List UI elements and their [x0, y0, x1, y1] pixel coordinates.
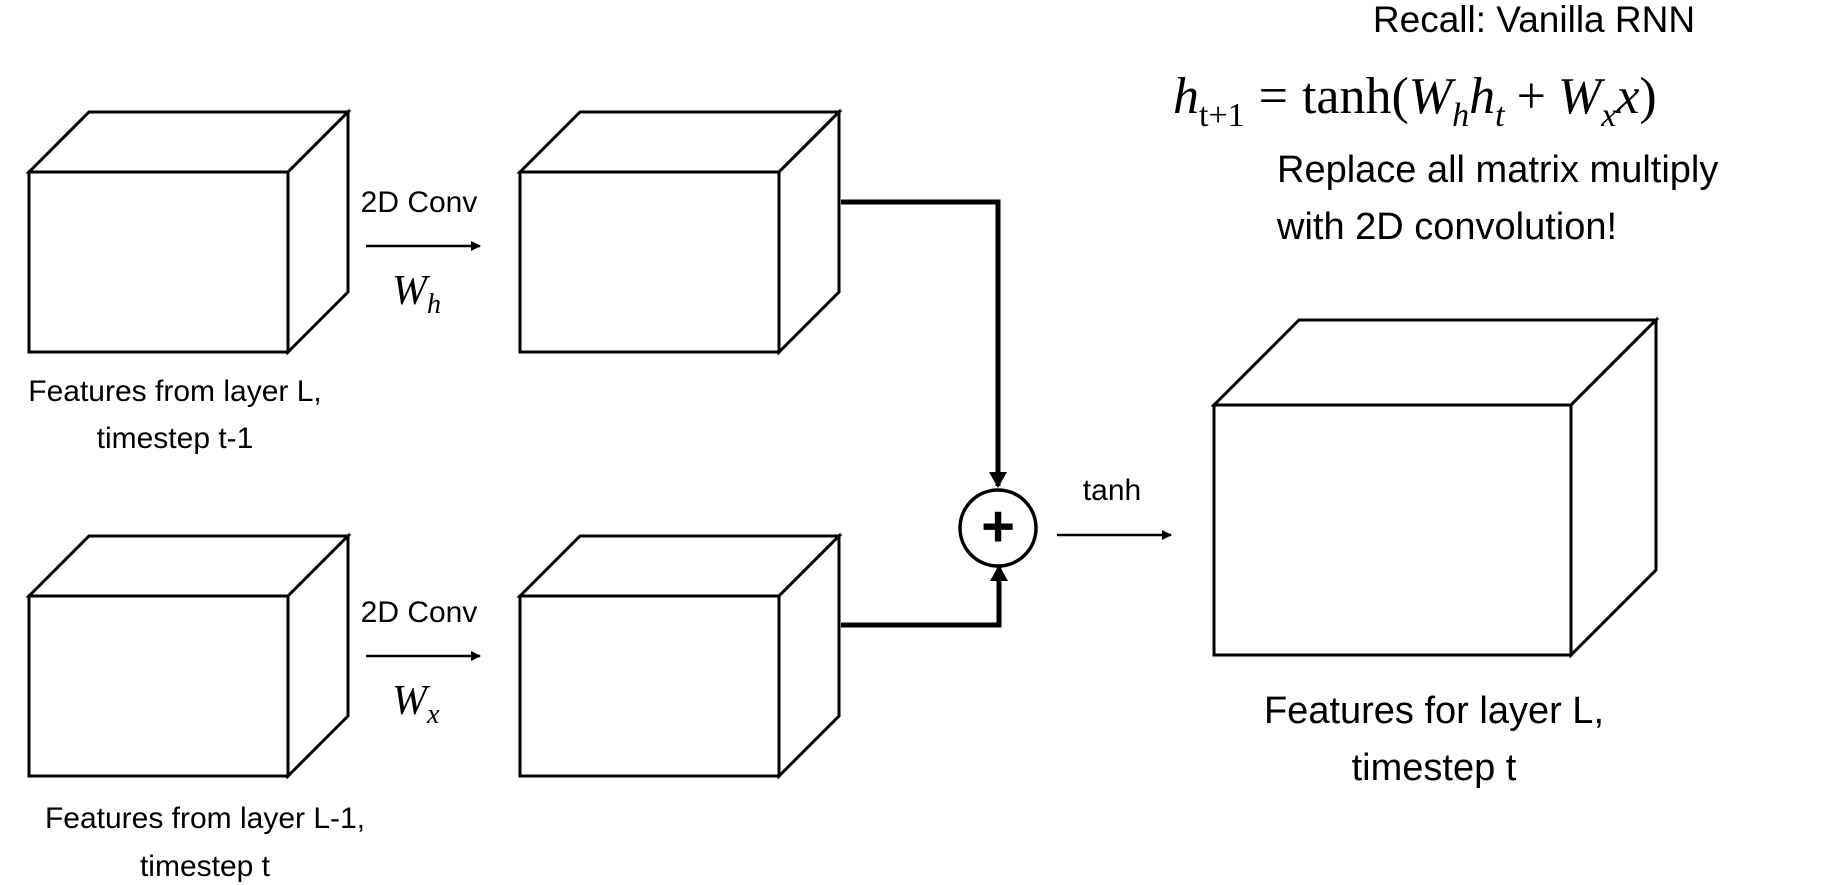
weight-x-symbol: Wx [392, 678, 440, 730]
output-caption-line2: timestep t [1352, 747, 1517, 789]
hidden-to-sum-connector [841, 199, 1007, 488]
input-features-cube [25, 532, 352, 780]
recall-title: Recall: Vanilla RNN [1373, 0, 1695, 40]
output-caption-line1: Features for layer L, [1264, 690, 1604, 732]
sum-node: + [958, 488, 1038, 568]
recall-note-line2: with 2D convolution! [1276, 206, 1617, 248]
conv-h-output-cube [516, 108, 843, 356]
input-hidden-caption-line1: Features from layer L, [28, 375, 321, 408]
weight-h-symbol: Wh [392, 268, 441, 320]
plus-icon: + [981, 494, 1015, 559]
recall-note-line1: Replace all matrix multiply [1277, 149, 1718, 191]
input-features-caption-line2: timestep t [140, 850, 271, 883]
conv-h-label: 2D Conv [361, 186, 478, 219]
rnn-equation: ht+1=tanh(Whht+Wxx) [1173, 68, 1657, 134]
tanh-label: tanh [1083, 474, 1141, 507]
input-hidden-caption-line2: timestep t-1 [97, 422, 254, 455]
conv-x-output-cube [516, 532, 843, 780]
output-features-cube [1210, 316, 1660, 659]
input-hidden-state-cube [25, 108, 352, 356]
input-to-sum-connector [841, 565, 1008, 628]
input-features-caption-line1: Features from layer L-1, [45, 802, 365, 835]
conv-x-label: 2D Conv [361, 596, 478, 629]
